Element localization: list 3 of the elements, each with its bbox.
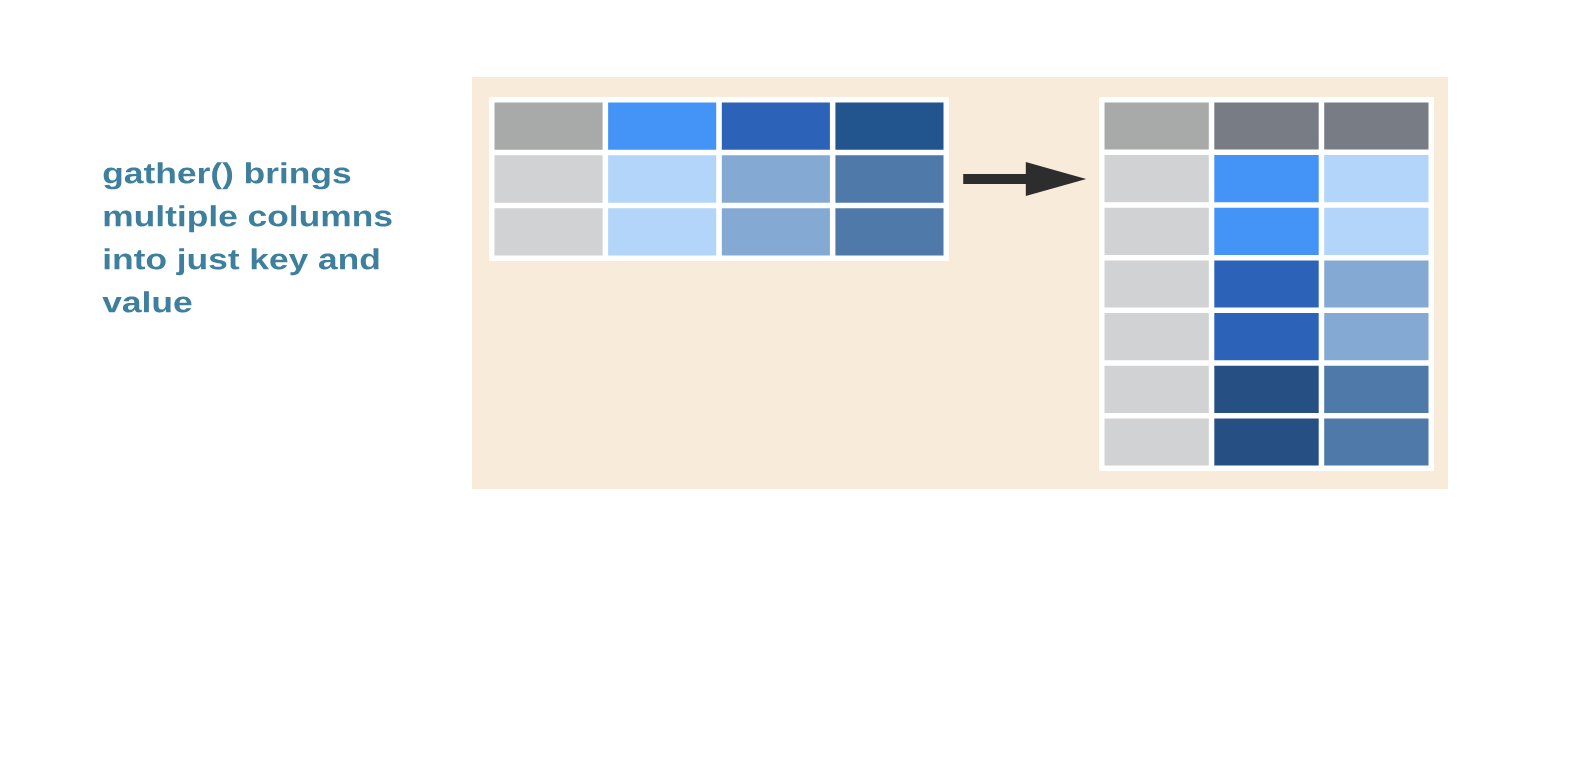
description-text: gather() brings multiple columns into just key and value	[102, 162, 392, 313]
table-grid	[489, 97, 949, 261]
table-grid	[1099, 97, 1434, 471]
